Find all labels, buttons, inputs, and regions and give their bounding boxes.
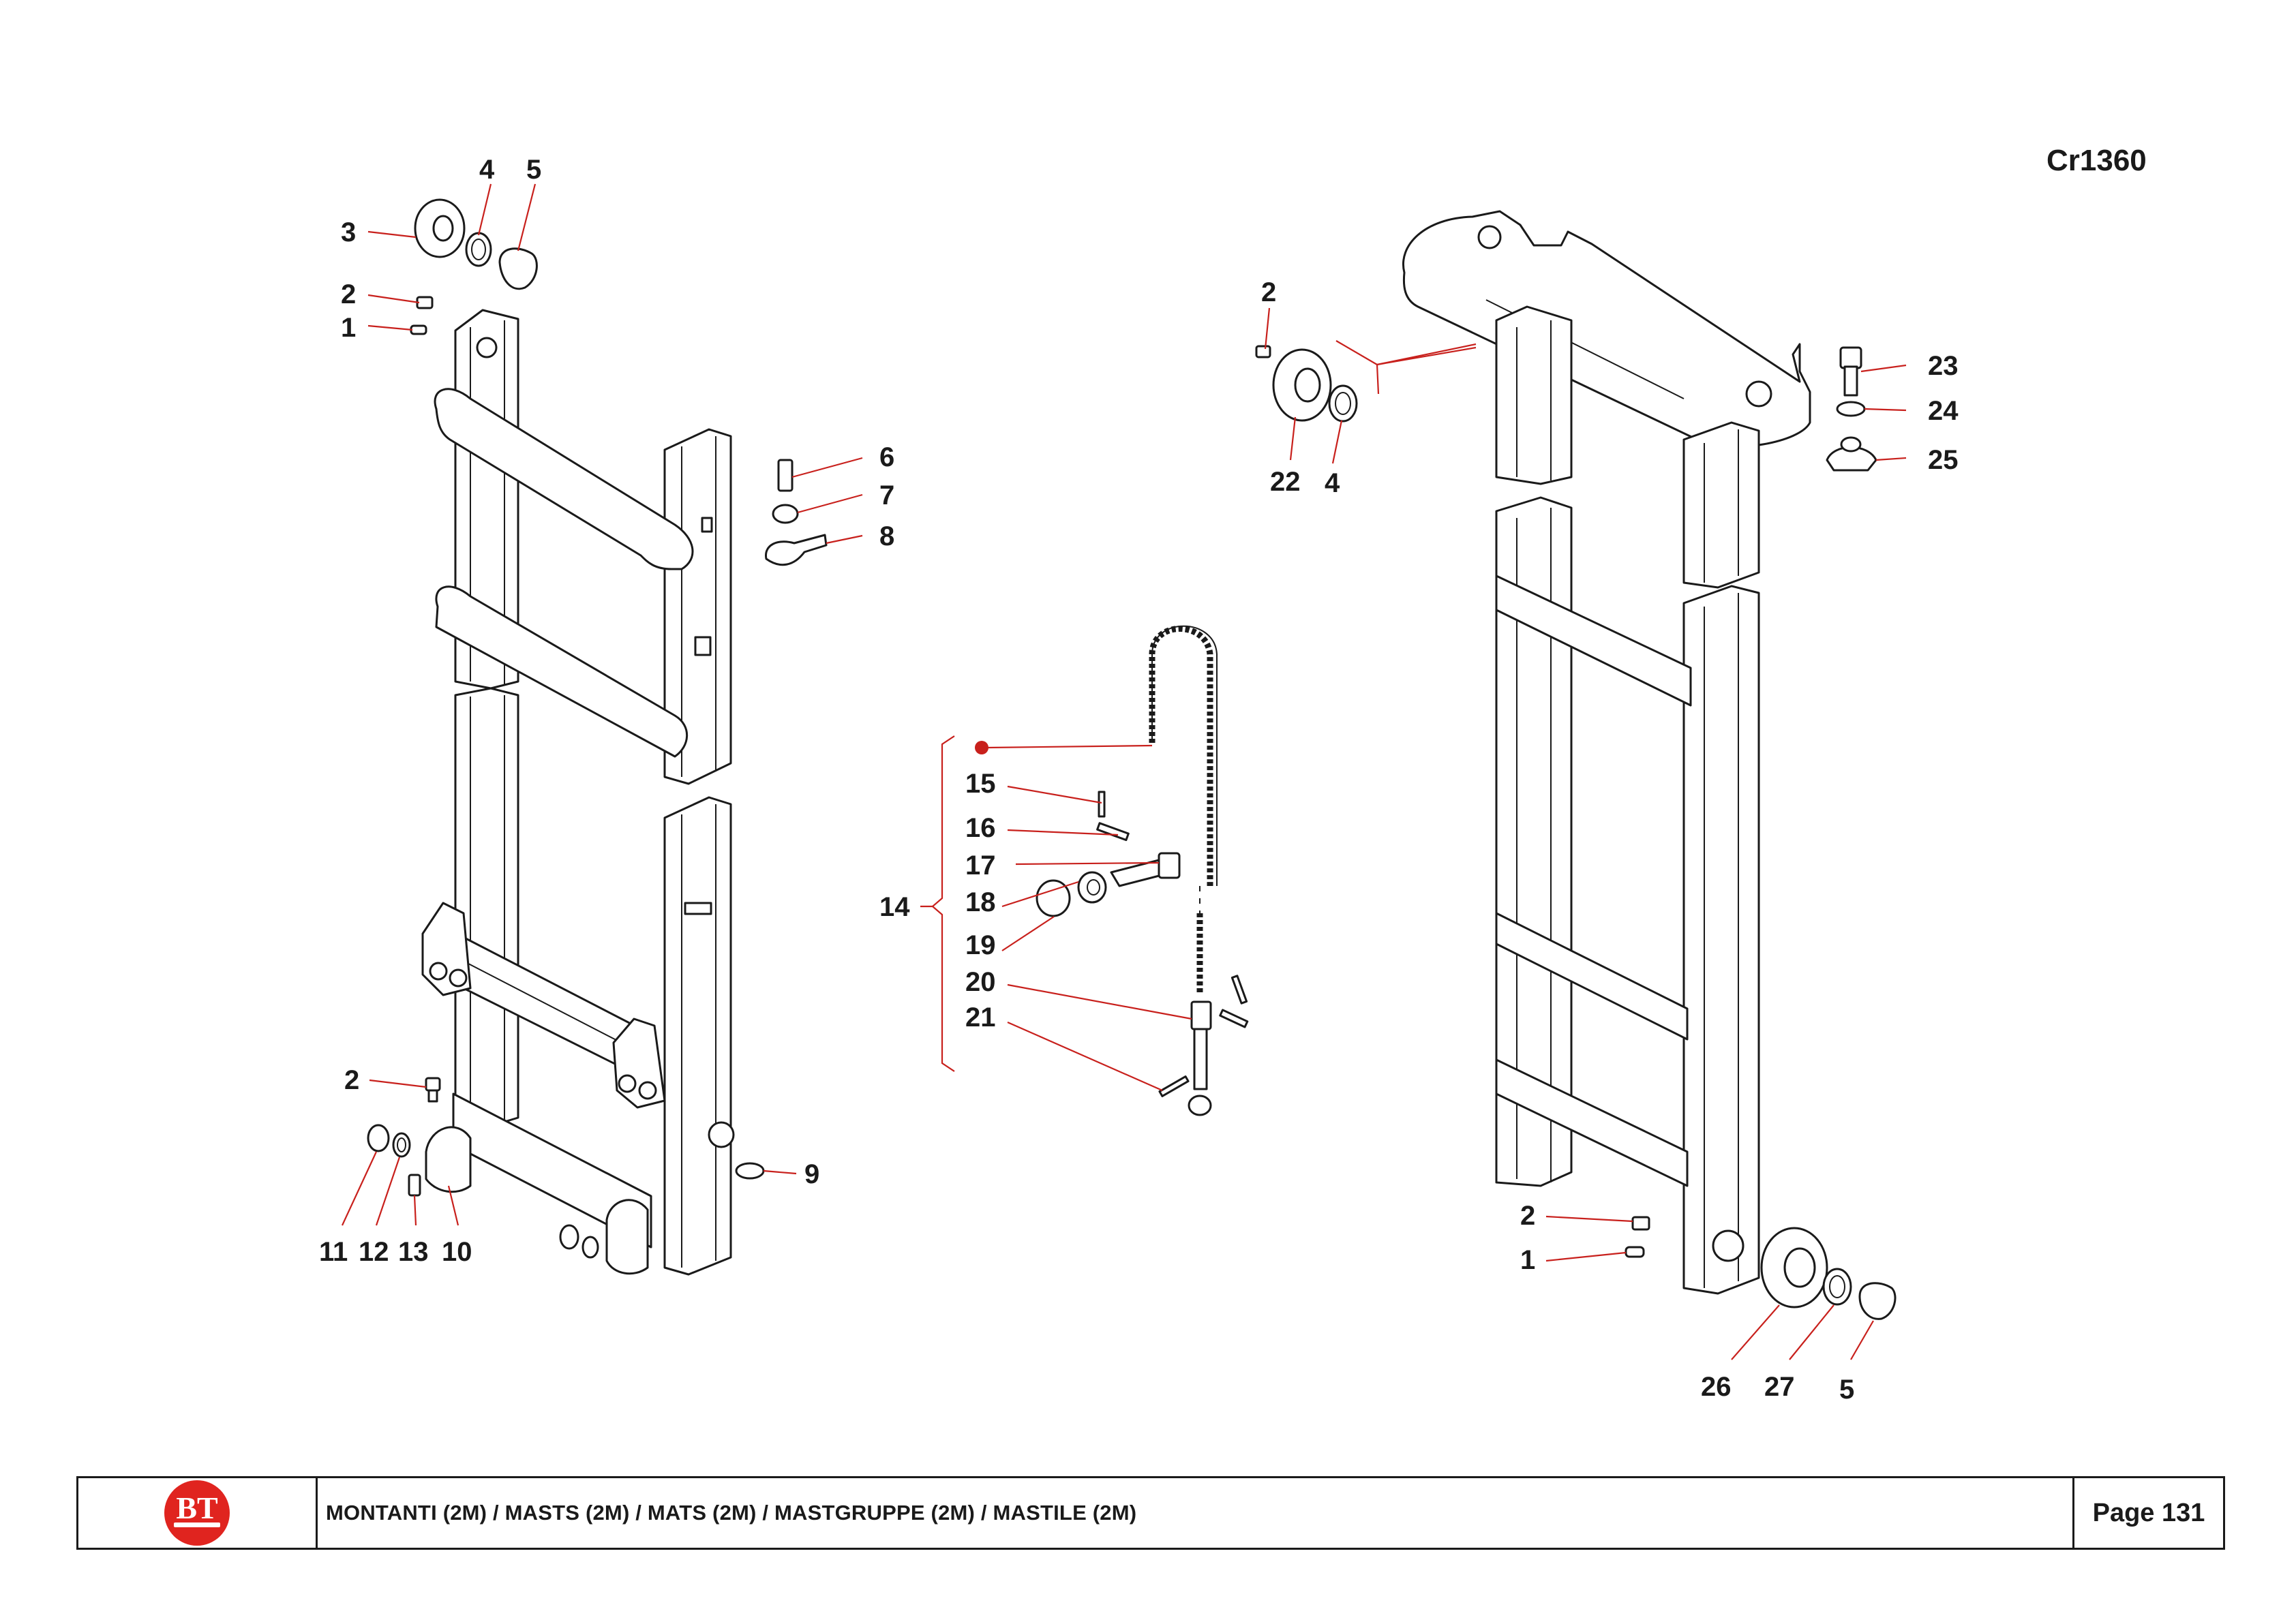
title-block: BT MONTANTI (2M) / MASTS (2M) / MATS (2M… bbox=[76, 1476, 2225, 1550]
callout-18: 18 bbox=[965, 887, 996, 917]
callout-17: 17 bbox=[965, 851, 996, 881]
company-logo: BT bbox=[78, 1478, 318, 1548]
callout-27: 27 bbox=[1764, 1372, 1795, 1402]
bt-logo-icon: BT bbox=[164, 1480, 230, 1546]
group-14-bracket bbox=[931, 735, 955, 1072]
callout-5-right: 5 bbox=[1839, 1375, 1854, 1405]
callout-7: 7 bbox=[879, 480, 894, 510]
logo-letters: BT bbox=[176, 1490, 218, 1525]
callout-16: 16 bbox=[965, 813, 996, 843]
inner-mast bbox=[1402, 210, 1811, 1295]
right-leader-lines bbox=[1264, 307, 1907, 1360]
callout-2-right-top: 2 bbox=[1261, 277, 1276, 307]
callout-1-left: 1 bbox=[341, 313, 356, 343]
callout-14: 14 bbox=[879, 892, 910, 922]
callout-22: 22 bbox=[1270, 467, 1301, 497]
outer-mast bbox=[421, 309, 735, 1276]
callout-21: 21 bbox=[965, 1003, 996, 1032]
chain-assembly bbox=[975, 625, 1249, 1116]
callout-11: 11 bbox=[319, 1237, 348, 1267]
callout-8: 8 bbox=[879, 521, 894, 551]
right-small-parts bbox=[1255, 345, 1897, 1320]
drawing-ref: Cr1360 bbox=[2046, 144, 2147, 177]
callout-24: 24 bbox=[1928, 396, 1959, 426]
left-leader-lines bbox=[342, 183, 863, 1226]
drawing-description: MONTANTI (2M) / MASTS (2M) / MATS (2M) /… bbox=[326, 1501, 1137, 1525]
callout-4-top: 4 bbox=[479, 155, 495, 185]
callout-15: 15 bbox=[965, 769, 996, 799]
callout-23: 23 bbox=[1928, 351, 1959, 381]
callout-12: 12 bbox=[359, 1237, 389, 1267]
callout-26: 26 bbox=[1701, 1372, 1732, 1402]
callout-10: 10 bbox=[442, 1237, 472, 1267]
callout-5-top: 5 bbox=[526, 155, 541, 185]
callout-4-right: 4 bbox=[1325, 468, 1340, 498]
callout-3: 3 bbox=[341, 217, 356, 247]
callout-25: 25 bbox=[1928, 445, 1959, 475]
chain-marker-dot bbox=[975, 741, 988, 754]
callout-9: 9 bbox=[804, 1159, 819, 1189]
center-leader-lines bbox=[986, 744, 1192, 1092]
callout-2-right-low: 2 bbox=[1520, 1201, 1535, 1231]
callout-2-left-top: 2 bbox=[341, 279, 356, 309]
callout-2-left-mid: 2 bbox=[344, 1065, 359, 1095]
callout-13: 13 bbox=[398, 1237, 429, 1267]
callout-20: 20 bbox=[965, 967, 996, 997]
callout-19: 19 bbox=[965, 930, 996, 960]
page-number: Page 131 bbox=[2072, 1478, 2223, 1548]
left-small-parts bbox=[367, 198, 828, 1259]
callout-1-right: 1 bbox=[1520, 1245, 1535, 1275]
callout-6: 6 bbox=[879, 442, 894, 472]
